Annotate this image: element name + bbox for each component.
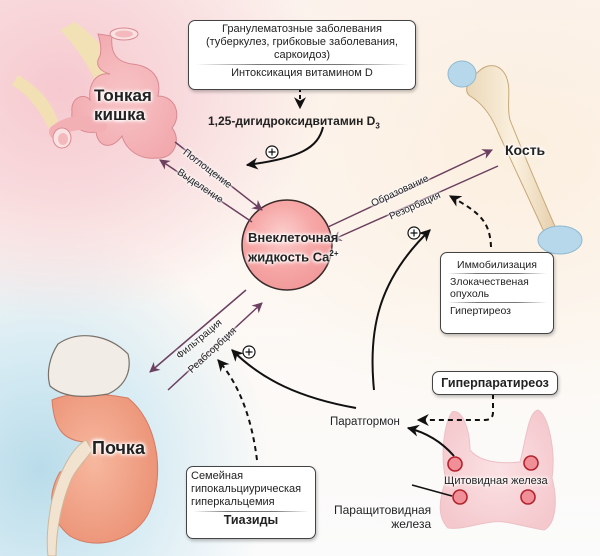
- hormone-to-resorption-arrow: [371, 229, 431, 391]
- extracellular-fluid-circle: [241, 199, 333, 291]
- parathyroid-glands: [447, 455, 539, 505]
- parathyroid-label-line1: Паращитовидная: [334, 503, 432, 517]
- hyperpara-to-hormone-arrow: [416, 394, 494, 426]
- mesentery-illustration: [12, 22, 120, 128]
- top-box-line4: Интоксикация витамином D: [231, 67, 373, 79]
- top-causes-box: Гранулематозные заболевания (туберкулез,…: [188, 20, 416, 90]
- bone-causes-box: Иммобилизация Злокачественая опухоль Гип…: [440, 252, 554, 334]
- stimulation-symbols: [242, 145, 421, 359]
- thyroid-label: Щитовидная железа: [444, 475, 548, 487]
- calcium-charge: 2+: [329, 249, 339, 258]
- formation-arrow: [327, 149, 493, 228]
- parathyroid-pointer-line: [411, 484, 453, 497]
- hyperparathyroidism-box: Гиперпаратиреоз: [432, 371, 558, 395]
- intestine-label-line2: кишка: [94, 105, 146, 124]
- kidney-illustration: [46, 335, 159, 556]
- bone-box-to-resorption-arrow: [448, 195, 492, 248]
- vitamin-d-to-absorption-arrow: [245, 126, 324, 170]
- top-box-line2: (туберкулез, грибковые заболевания,: [205, 36, 398, 48]
- parathyroid-label: Паращитовидная железа: [334, 503, 431, 531]
- divider: [193, 511, 309, 512]
- regulation-arrows: [217, 88, 494, 497]
- bone-label: Кость: [505, 142, 546, 158]
- parathyroid-label-line2: железа: [391, 517, 432, 531]
- kidney-box-line2: гипокальциурическая: [191, 483, 302, 495]
- center-label-line2: жидкость Ca2+: [248, 246, 339, 265]
- bone-box-item: Гипертиреоз: [450, 305, 511, 317]
- vitamin-d-label: 1,25-дигидроксидвитамин D3: [208, 114, 380, 130]
- filtration-arrow: [149, 289, 247, 373]
- reabsorption-arrow: [167, 302, 263, 391]
- kidney-label: Почка: [92, 438, 145, 458]
- hormone-to-reabsorption-arrow: [231, 349, 357, 409]
- parathyroid-to-hormone-arrow: [406, 424, 455, 457]
- intestine-label-line1: Тонкая: [94, 86, 152, 105]
- excretion-arrow: [159, 159, 253, 223]
- parathyroid-hormone-label: Паратгормон: [330, 416, 400, 428]
- divider: [447, 273, 547, 274]
- vitamin-d-text: 1,25-дигидроксидвитамин D: [208, 114, 376, 128]
- absorption-arrow: [174, 141, 263, 211]
- center-label-text: жидкость Ca: [248, 249, 330, 265]
- kidney-box-line3: гиперкальцемия: [191, 496, 275, 508]
- kidney-box-to-reabsorption-arrow: [217, 359, 258, 461]
- kidney-box-line4: Тиазиды: [223, 513, 279, 527]
- center-label: Внеклеточная жидкость Ca2+: [248, 230, 339, 265]
- intestine-label: Тонкая кишка: [94, 86, 152, 124]
- top-box-line1: Гранулематозные заболевания: [222, 23, 382, 35]
- bone-box-item: Иммобилизация: [457, 259, 537, 271]
- top-box-line3: саркоидоз): [273, 49, 331, 61]
- resorption-arrow: [331, 165, 499, 241]
- divider: [447, 302, 547, 303]
- vitamin-d-subscript: 3: [375, 121, 380, 131]
- kidney-causes-box: Семейная гипокальциурическая гиперкальце…: [186, 466, 316, 539]
- bone-illustration: [447, 60, 583, 255]
- divider: [195, 64, 409, 65]
- center-label-line1: Внеклеточная: [248, 230, 339, 245]
- flow-arrows: [149, 141, 499, 391]
- kidney-box-line1: Семейная: [191, 470, 244, 482]
- small-intestine-illustration: [49, 27, 178, 159]
- bone-box-item: Злокачественая опухоль: [450, 276, 529, 300]
